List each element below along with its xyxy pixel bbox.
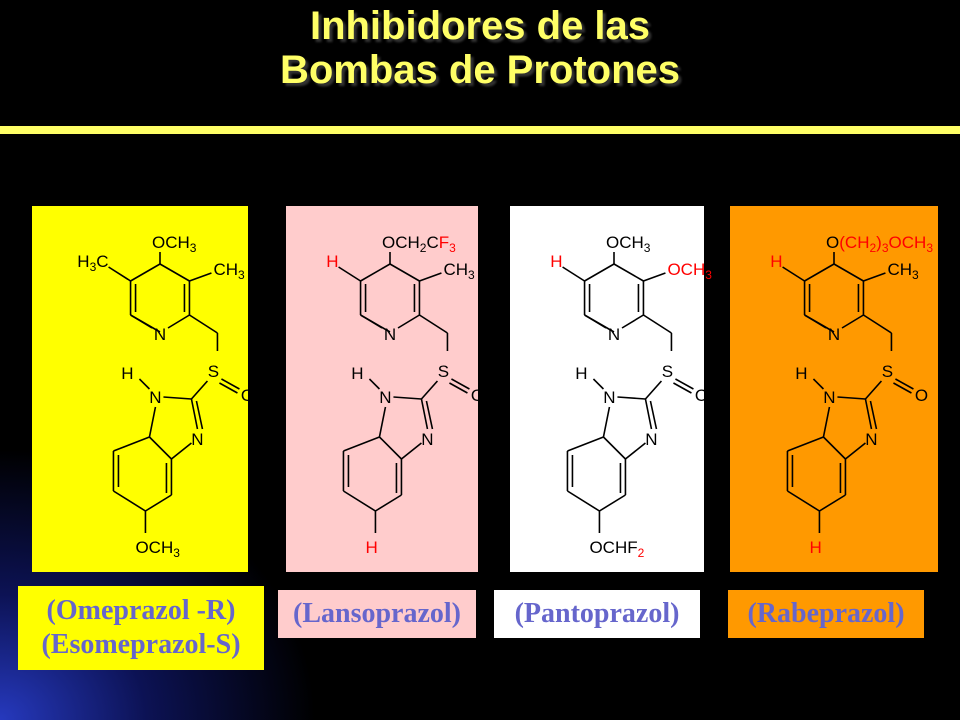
page-title: Inhibidores de las Bombas de Protones <box>0 0 960 92</box>
imidazole-n: N <box>421 430 433 449</box>
title-line-2: Bombas de Protones <box>279 48 681 92</box>
sulfur-atom: S <box>208 362 219 381</box>
imidazole-nh: N <box>379 388 391 407</box>
right-group: CH3 <box>443 260 475 282</box>
imidazole-nh: N <box>149 388 161 407</box>
left-group: H <box>770 252 782 271</box>
sulfur-atom: S <box>438 362 449 381</box>
nh-hydrogen: H <box>575 364 587 383</box>
omeprazole-label: (Omeprazol -R) (Esomeprazol-S) <box>18 586 264 670</box>
bottom-group: OCH3 <box>135 538 180 560</box>
rabeprazole-label-text: (Rabeprazol) <box>747 598 905 629</box>
sulfur-atom: S <box>662 362 673 381</box>
right-group: CH3 <box>887 260 919 282</box>
left-group: H <box>326 252 338 271</box>
imidazole-nh: N <box>603 388 615 407</box>
top-group: OCH3 <box>152 233 197 255</box>
imidazole-n: N <box>865 430 877 449</box>
sulfoxide-o: O <box>915 386 928 405</box>
pantoprazole-label: (Pantoprazol) <box>494 590 700 638</box>
pyridine-n: N <box>154 325 166 344</box>
sulfur-atom: S <box>882 362 893 381</box>
omeprazole-label-line-1: (Omeprazol -R) <box>46 595 236 626</box>
imidazole-n: N <box>191 430 203 449</box>
rabeprazole-label: (Rabeprazol) <box>728 590 924 638</box>
top-group: OCH2CF3 <box>382 233 456 255</box>
sulfoxide-o: O <box>695 386 708 405</box>
pyridine-n: N <box>384 325 396 344</box>
right-group: OCH3 <box>667 260 712 282</box>
lansoprazole-label-text: (Lansoprazol) <box>293 598 461 629</box>
bottom-group: OCHF2 <box>589 538 644 560</box>
top-group: O(CH2)3OCH3 <box>826 233 933 255</box>
nh-hydrogen: H <box>121 364 133 383</box>
title-underline <box>0 126 960 134</box>
bottom-group: H <box>365 538 377 557</box>
left-group: H3C <box>77 252 108 274</box>
top-group: OCH3 <box>606 233 651 255</box>
pyridine-n: N <box>828 325 840 344</box>
right-group: CH3 <box>213 260 245 282</box>
bottom-group: H <box>809 538 821 557</box>
sulfoxide-o: O <box>471 386 484 405</box>
pyridine-n: N <box>608 325 620 344</box>
nh-hydrogen: H <box>795 364 807 383</box>
title-line-1: Inhibidores de las <box>309 4 651 48</box>
pantoprazole-label-text: (Pantoprazol) <box>514 598 680 629</box>
left-group: H <box>550 252 562 271</box>
nh-hydrogen: H <box>351 364 363 383</box>
omeprazole-label-line-2: (Esomeprazol-S) <box>41 629 241 660</box>
imidazole-n: N <box>645 430 657 449</box>
imidazole-nh: N <box>823 388 835 407</box>
sulfoxide-o: O <box>241 386 254 405</box>
lansoprazole-label: (Lansoprazol) <box>278 590 476 638</box>
